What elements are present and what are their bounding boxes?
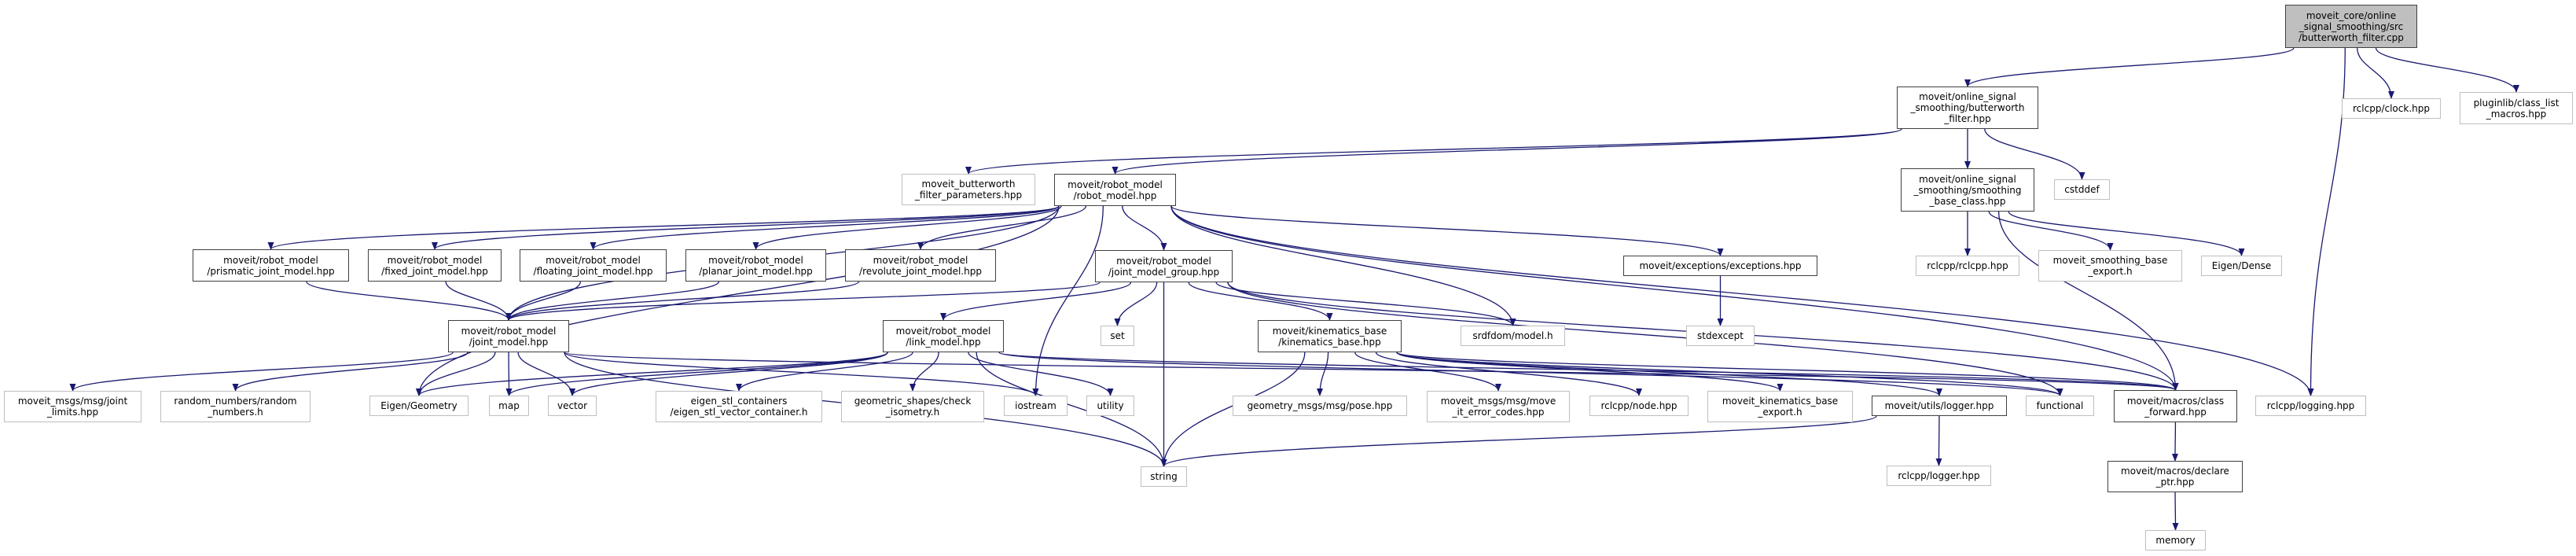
edge-linkmodel-to-map — [505, 352, 888, 396]
edge-robotmodel-to-eigengeom — [416, 205, 1060, 396]
edge-robotmodel-to-exceptions — [1170, 205, 1724, 256]
graph-node-set: set — [1101, 326, 1134, 346]
graph-node-fixed[interactable]: moveit/robot_model /fixed_joint_model.hp… — [368, 249, 502, 282]
edge-linkmodel-to-utility — [968, 352, 1114, 396]
graph-node-declareptr[interactable]: moveit/macros/declare _ptr.hpp — [2107, 461, 2243, 492]
graph-node-utility: utility — [1086, 396, 1134, 416]
graph-node-linkmodel[interactable]: moveit/robot_model /link_model.hpp — [883, 320, 1004, 352]
graph-node-kinexport: moveit_kinematics_base _export.h — [1707, 391, 1853, 422]
graph-node-memory: memory — [2145, 530, 2206, 550]
graph-node-bwparams: moveit_butterworth _filter_parameters.hp… — [902, 174, 1035, 205]
graph-node-srdf: srdfdom/model.h — [1461, 326, 1565, 346]
graph-node-bw[interactable]: moveit/online_signal _smoothing/butterwo… — [1897, 87, 2038, 129]
edge-kinbase-to-node — [1375, 352, 1642, 396]
graph-node-random: random_numbers/random _numbers.h — [160, 391, 311, 422]
graph-node-rclcpplogger: rclcpp/logger.hpp — [1887, 466, 1991, 486]
edge-prismatic-to-jointmodel — [306, 281, 512, 321]
graph-node-smoothexport: moveit_smoothing_base _export.h — [2038, 250, 2182, 282]
graph-node-revolute[interactable]: moveit/robot_model /revolute_joint_model… — [845, 249, 996, 282]
graph-node-smoothbase[interactable]: moveit/online_signal _smoothing/smoothin… — [1901, 168, 2034, 212]
edge-jointmodel-to-classfwd — [564, 352, 2178, 391]
edge-jointmodel-to-random — [232, 352, 469, 392]
edge-jmg-to-jointmodel — [505, 282, 1101, 321]
edge-robotmodel-to-prismatic — [267, 205, 1060, 250]
edge-linkmodel-to-eigengeom — [416, 352, 888, 396]
edge-jmg-to-functional — [1227, 282, 2063, 396]
edge-kinbase-to-utilslogger — [1396, 352, 1942, 396]
edge-linkmodel-to-geomshapes — [910, 352, 939, 392]
graph-node-main[interactable]: moveit_core/online _signal_smoothing/src… — [2285, 5, 2417, 48]
graph-node-eigengeom: Eigen/Geometry — [369, 396, 469, 416]
edge-planar-to-jointmodel — [505, 281, 719, 321]
edge-main-to-classlist — [2375, 47, 2519, 93]
edge-jointmodel-to-iostream — [564, 352, 1039, 396]
graph-node-rclcpphpp: rclcpp/rclcpp.hpp — [1916, 256, 2019, 276]
graph-node-planar[interactable]: moveit/robot_model /planar_joint_model.h… — [685, 249, 826, 282]
graph-node-floating[interactable]: moveit/robot_model /floating_joint_model… — [520, 249, 667, 282]
graph-node-node: rclcpp/node.hpp — [1589, 396, 1689, 416]
edge-linkmodel-to-eigenstl — [736, 352, 913, 392]
graph-node-iostream: iostream — [1004, 396, 1068, 416]
edge-jmg-to-linkmodel — [940, 282, 1132, 321]
graph-node-vector: vector — [548, 396, 597, 416]
edge-utilslogger-to-string — [1160, 415, 1877, 467]
edge-smoothbase-to-smoothexport — [1988, 211, 2114, 251]
edge-bw-to-bwparams — [965, 128, 1902, 175]
edge-kinbase-to-functional — [1396, 352, 2063, 396]
edge-robotmodel-to-srdf — [1170, 205, 1516, 326]
edge-robotmodel-to-jmg — [1122, 205, 1167, 251]
edge-jointmodel-to-jointlimits — [69, 352, 454, 392]
edge-kinbase-to-kinexport — [1396, 352, 1784, 392]
edge-bw-to-cstddef — [1984, 128, 2085, 180]
graph-node-classlist: pluginlib/class_list _macros.hpp — [2460, 92, 2573, 124]
edge-robotmodel-to-floating — [590, 205, 1060, 250]
graph-node-cstddef: cstddef — [2054, 179, 2110, 200]
edge-linkmodel-to-vector — [569, 352, 888, 396]
graph-node-eigendense: Eigen/Dense — [2201, 256, 2282, 276]
edge-robotmodel-to-planar — [752, 205, 1062, 250]
graph-node-map: map — [489, 396, 529, 416]
graph-node-robotmodel[interactable]: moveit/robot_model /robot_model.hpp — [1054, 174, 1176, 206]
edge-kinbase-to-errcodes — [1354, 352, 1501, 392]
graph-node-prismatic[interactable]: moveit/robot_model /prismatic_joint_mode… — [193, 249, 349, 282]
edge-jmg-to-set — [1114, 282, 1158, 326]
edge-smoothbase-to-classfwd — [1998, 211, 2179, 391]
graph-node-clock: rclcpp/clock.hpp — [2342, 98, 2441, 119]
graph-node-functional: functional — [2026, 396, 2094, 416]
graph-node-jointmodel[interactable]: moveit/robot_model /joint_model.hpp — [448, 320, 569, 352]
edge-main-to-bw — [1964, 47, 2295, 87]
graph-node-jmg[interactable]: moveit/robot_model /joint_model_group.hp… — [1095, 250, 1233, 282]
graph-node-exceptions[interactable]: moveit/exceptions/exceptions.hpp — [1623, 256, 1817, 276]
edge-kinbase-to-pose — [1317, 352, 1329, 396]
graph-node-pose: geometry_msgs/msg/pose.hpp — [1233, 396, 1407, 416]
edge-robotmodel-to-logging — [1170, 205, 2314, 396]
graph-node-geomshapes: geometric_shapes/check _isometry.h — [841, 391, 984, 422]
edge-jmg-to-kinbase — [1188, 282, 1333, 321]
graph-node-stdexcept: stdexcept — [1686, 326, 1755, 346]
edge-robotmodel-to-classfwd — [1170, 205, 2179, 391]
edge-bw-to-robotmodel — [1112, 128, 1902, 175]
edge-fixed-to-jointmodel — [445, 281, 512, 321]
graph-node-logging: rclcpp/logging.hpp — [2255, 396, 2366, 416]
edge-linkmodel-to-string — [976, 352, 1167, 467]
edge-jmg-to-srdf — [1215, 282, 1516, 326]
edge-linkmodel-to-functional — [998, 352, 2063, 396]
edge-main-to-clock — [2357, 47, 2394, 99]
edge-robotmodel-to-fixed — [432, 205, 1060, 250]
graph-node-errcodes: moveit_msgs/msg/move _it_error_codes.hpp — [1427, 391, 1570, 422]
edge-robotmodel-to-iostream — [1032, 205, 1104, 396]
graph-node-jointlimits: moveit_msgs/msg/joint _limits.hpp — [4, 391, 141, 422]
graph-node-eigenstl: eigen_stl_containers /eigen_stl_vector_c… — [656, 391, 822, 422]
edge-kinbase-to-classfwd — [1396, 352, 2179, 391]
graph-node-utilslogger[interactable]: moveit/utils/logger.hpp — [1872, 396, 2007, 416]
graph-node-kinbase[interactable]: moveit/kinematics_base /kinematics_base.… — [1258, 320, 1402, 352]
edge-revolute-to-jointmodel — [505, 281, 860, 321]
edge-main-to-logging — [2307, 47, 2346, 396]
edge-smoothbase-to-eigendense — [2008, 211, 2245, 256]
edge-jointmodel-to-vector — [517, 352, 575, 396]
graph-node-classfwd[interactable]: moveit/macros/class _forward.hpp — [2114, 390, 2237, 422]
graph-node-string: string — [1141, 466, 1187, 487]
